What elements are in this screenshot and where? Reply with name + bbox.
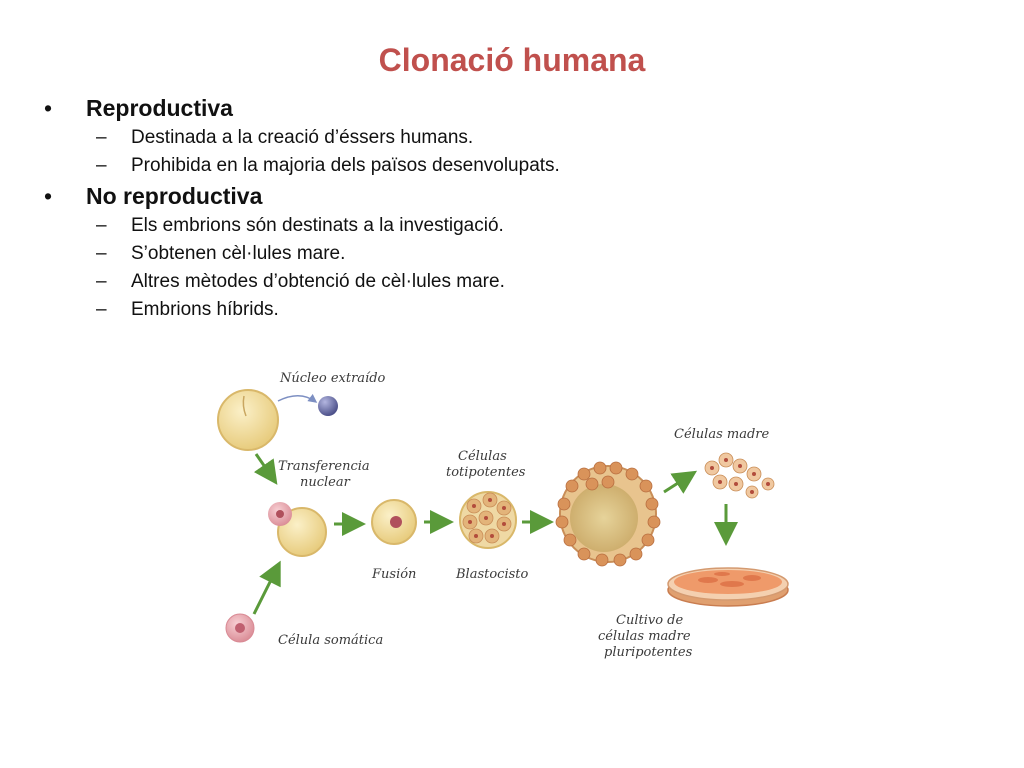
nucleus-arrow xyxy=(277,393,318,403)
label-transferencia: Transferencia xyxy=(278,459,370,474)
slide-title: Clonació humana xyxy=(378,42,646,78)
sub-bullet-text: Destinada a la creació d’éssers humans. xyxy=(131,127,474,148)
label-celula-somatica: Célula somática xyxy=(278,633,383,648)
dash-icon: – xyxy=(96,155,107,176)
stem-cells xyxy=(704,452,775,499)
somatic-cell xyxy=(225,613,255,643)
label-celulas-madre: Células madre xyxy=(674,427,769,442)
sub-bullet: – Embrions híbrids. xyxy=(44,296,944,324)
label-nuclear: nuclear xyxy=(300,475,351,490)
dash-icon: – xyxy=(96,215,107,236)
sub-bullet: – Altres mètodes d’obtenció de cèl·lules… xyxy=(44,268,944,296)
bullet-icon: • xyxy=(44,95,53,121)
sub-bullet: – Els embrions són destinats a la invest… xyxy=(44,212,944,240)
sub-bullet: – Destinada a la creació d’éssers humans… xyxy=(44,124,944,152)
bullet-heading: No reproductiva xyxy=(86,183,263,209)
sub-bullet-text: Altres mètodes d’obtenció de cèl·lules m… xyxy=(131,271,505,292)
label-nucleo-extraido: Núcleo extraído xyxy=(279,371,386,386)
arrow-down xyxy=(253,453,278,485)
dash-icon: – xyxy=(96,271,107,292)
transfer-cells xyxy=(268,502,327,557)
label-celulas: Células xyxy=(458,449,507,464)
dash-icon: – xyxy=(96,243,107,264)
bullet-no-reproductiva: • No reproductiva xyxy=(44,180,944,212)
label-celulas-madre-2: células madre xyxy=(598,629,691,644)
sub-bullet-text: Els embrions són destinats a la investig… xyxy=(131,215,504,236)
sub-bullet-text: Embrions híbrids. xyxy=(131,299,279,320)
cloning-diagram: Núcleo extraído Transferencia nuclear Cé… xyxy=(217,371,789,660)
sub-bullet-text: S’obtenen cèl·lules mare. xyxy=(131,243,346,264)
dash-icon: – xyxy=(96,299,107,320)
fusion-cell xyxy=(371,499,417,545)
bullet-heading: Reproductiva xyxy=(86,95,233,121)
arrow-to-stem-cells xyxy=(663,470,698,494)
dash-icon: – xyxy=(96,127,107,148)
blastocyst xyxy=(555,461,661,567)
label-blastocisto: Blastocisto xyxy=(455,567,529,582)
bullet-icon: • xyxy=(44,183,53,209)
label-cultivo-de: Cultivo de xyxy=(616,613,683,628)
arrow-up xyxy=(252,560,281,615)
totipotent-cells xyxy=(459,491,517,549)
extracted-nucleus xyxy=(318,396,338,416)
label-totipotentes: totipotentes xyxy=(446,465,526,480)
label-fusion: Fusión xyxy=(371,567,416,582)
sub-bullet: – Prohibida en la majoria dels països de… xyxy=(44,152,944,180)
culture-dish xyxy=(667,567,789,607)
oocyte-cell xyxy=(217,389,279,451)
bullet-list: • Reproductiva – Destinada a la creació … xyxy=(44,92,944,324)
bullet-reproductiva: • Reproductiva xyxy=(44,92,944,124)
label-pluripotentes: pluripotentes xyxy=(604,645,693,660)
sub-bullet: – S’obtenen cèl·lules mare. xyxy=(44,240,944,268)
sub-bullet-text: Prohibida en la majoria dels països dese… xyxy=(131,155,560,176)
